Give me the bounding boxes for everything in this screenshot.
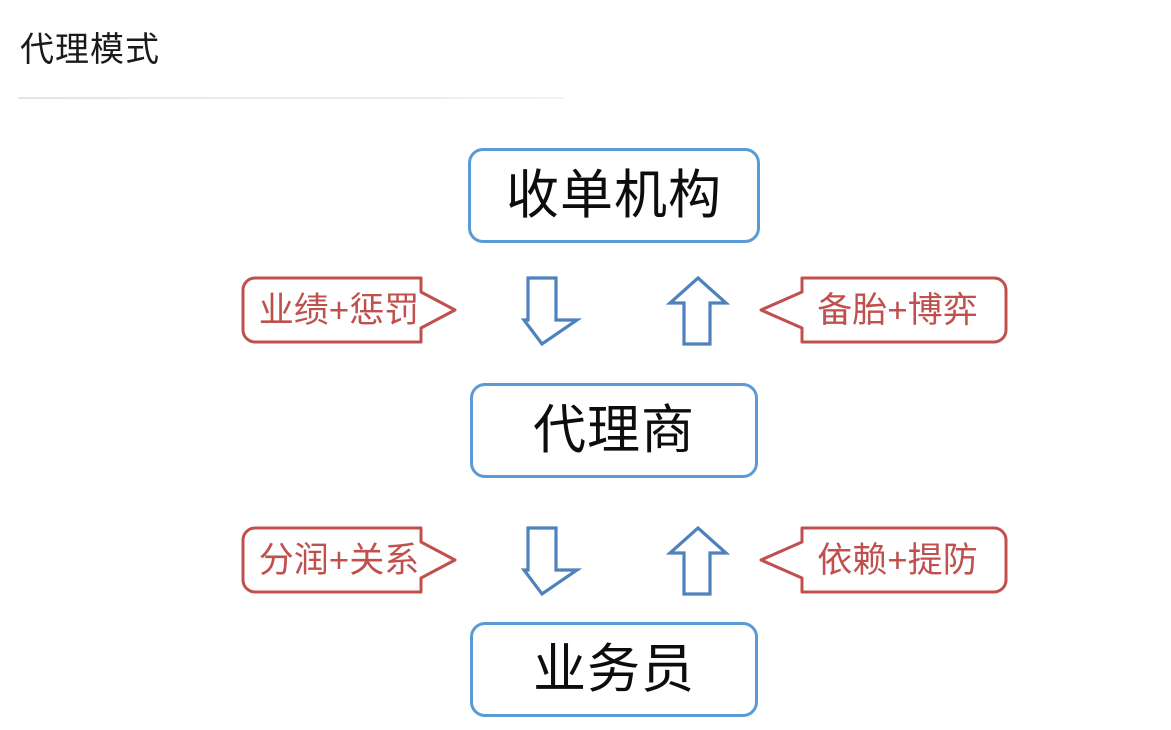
callout-label-dependence-guard: 依赖+提防	[817, 540, 978, 580]
callout-performance-penalty: 业绩+惩罚	[241, 276, 459, 344]
entity-box-sales[interactable]: 业务员	[470, 622, 758, 717]
entity-box-agent[interactable]: 代理商	[470, 383, 758, 478]
callout-backup-gamble: 备胎+博弈	[757, 276, 1008, 344]
down-block-arrow-icon	[520, 276, 583, 347]
title-divider	[18, 97, 565, 99]
entity-box-acquirer[interactable]: 收单机构	[468, 148, 760, 243]
entity-label-sales: 业务员	[533, 640, 695, 699]
callout-label-backup-gamble: 备胎+博弈	[817, 290, 978, 330]
page-title: 代理模式	[20, 31, 160, 69]
entity-label-acquirer: 收单机构	[506, 166, 722, 225]
up-block-arrow-icon	[665, 275, 731, 346]
entity-label-agent: 代理商	[533, 401, 695, 460]
callout-dependence-guard: 依赖+提防	[757, 526, 1008, 594]
down-block-arrow-icon	[520, 526, 583, 597]
up-block-arrow-icon	[665, 525, 731, 596]
callout-label-profit-relationship: 分润+关系	[258, 540, 420, 580]
callout-profit-relationship: 分润+关系	[241, 526, 459, 594]
callout-label-performance-penalty: 业绩+惩罚	[258, 290, 420, 330]
